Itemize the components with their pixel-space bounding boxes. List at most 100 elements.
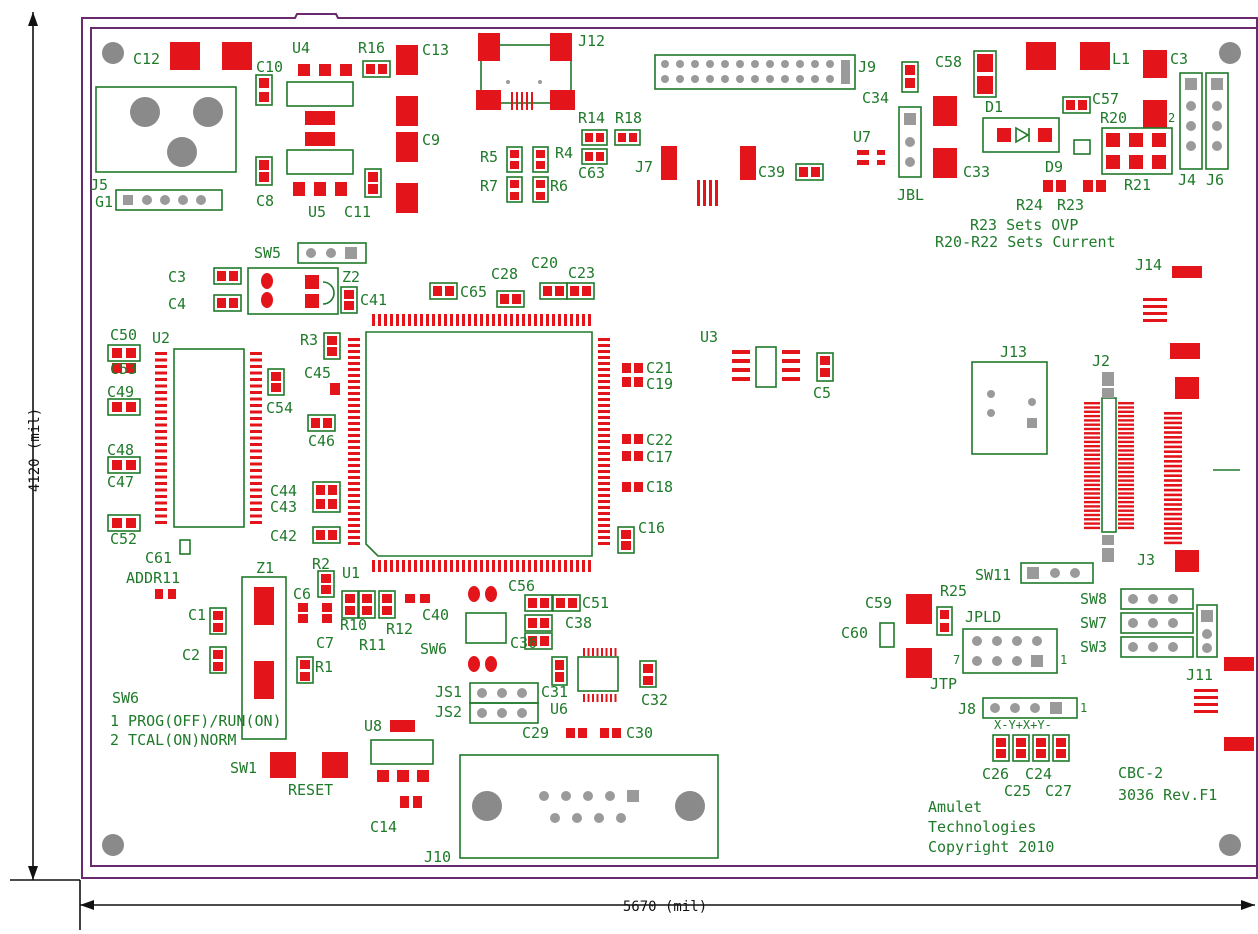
pin-pad bbox=[348, 428, 360, 431]
pin-pad bbox=[582, 560, 585, 572]
svg-text:J9: J9 bbox=[858, 58, 876, 76]
j5-header: J5 G1 bbox=[90, 176, 223, 211]
pin-pad bbox=[1164, 474, 1182, 477]
pin-pad bbox=[155, 436, 167, 440]
svg-text:C33: C33 bbox=[963, 163, 990, 181]
addr11-resistor: ADDR11 bbox=[126, 569, 180, 599]
svg-text:J6: J6 bbox=[1206, 171, 1224, 189]
pin-pad bbox=[1118, 423, 1134, 426]
pin-pad bbox=[348, 398, 360, 401]
svg-text:R5: R5 bbox=[480, 148, 498, 166]
svg-text:C9: C9 bbox=[422, 131, 440, 149]
pin-pad bbox=[605, 648, 608, 656]
svg-text:C31: C31 bbox=[541, 683, 568, 701]
pin-pad bbox=[598, 374, 610, 377]
svg-text:R18: R18 bbox=[615, 109, 642, 127]
svg-text:R21: R21 bbox=[1124, 176, 1151, 194]
svg-text:C44: C44 bbox=[270, 482, 297, 500]
pin-pad bbox=[546, 314, 549, 326]
pin-pad bbox=[1084, 436, 1100, 439]
pin-pad bbox=[250, 436, 262, 440]
pin-pad bbox=[468, 560, 471, 572]
pin-pad bbox=[155, 488, 167, 492]
c28-capacitor: C28 bbox=[491, 265, 525, 308]
pin-pad bbox=[564, 314, 567, 326]
c41-capacitor: C41 bbox=[340, 286, 387, 314]
pin-pad bbox=[1084, 453, 1100, 456]
pin-pad bbox=[348, 518, 360, 521]
svg-text:SW1: SW1 bbox=[230, 759, 257, 777]
pin-pad bbox=[1164, 488, 1182, 492]
c57-capacitor: C57 bbox=[1062, 90, 1119, 114]
svg-text:C57: C57 bbox=[1092, 90, 1119, 108]
pin-pad bbox=[1164, 493, 1182, 497]
pin-pad bbox=[1118, 462, 1134, 465]
pin-pad bbox=[583, 648, 585, 656]
pin-pad bbox=[432, 314, 435, 326]
svg-text:C3: C3 bbox=[168, 268, 186, 286]
pin-pad bbox=[1084, 440, 1100, 444]
svg-text:C22: C22 bbox=[646, 431, 673, 449]
pin-pad bbox=[576, 314, 579, 326]
pin-pad bbox=[155, 521, 167, 524]
pin-pad bbox=[1084, 427, 1100, 431]
pin-pad bbox=[598, 458, 610, 461]
pin-pad bbox=[438, 560, 441, 572]
svg-text:C48: C48 bbox=[107, 441, 134, 459]
svg-text:C20: C20 bbox=[531, 254, 558, 272]
pin-pad bbox=[155, 514, 167, 518]
svg-text:JS1: JS1 bbox=[435, 683, 462, 701]
svg-text:C53: C53 bbox=[110, 360, 137, 378]
pin-pad bbox=[348, 512, 360, 515]
pin-pad bbox=[1118, 449, 1134, 452]
sw6-note-line1: 1 PROG(OFF)/RUN(ON) bbox=[110, 712, 282, 730]
svg-text:C16: C16 bbox=[638, 519, 665, 537]
pin-pad bbox=[601, 648, 603, 656]
pin-pad bbox=[1118, 427, 1134, 431]
pin-pad bbox=[474, 314, 477, 326]
pin-pad bbox=[414, 560, 417, 572]
pin-pad bbox=[155, 397, 167, 401]
pin-pad bbox=[598, 398, 610, 401]
sw6-switch: C40 SW6 bbox=[420, 586, 507, 672]
height-dimension: 4120 (mil) bbox=[10, 12, 80, 881]
pin-pad bbox=[348, 458, 360, 461]
pin-pad bbox=[1118, 518, 1134, 521]
svg-text:J8: J8 bbox=[958, 700, 976, 718]
svg-text:SW7: SW7 bbox=[1080, 614, 1107, 632]
svg-text:C38: C38 bbox=[565, 614, 592, 632]
svg-text:C23: C23 bbox=[568, 264, 595, 282]
pin-pad bbox=[1084, 475, 1100, 478]
pin-pad bbox=[570, 314, 573, 326]
svg-text:R14: R14 bbox=[578, 109, 605, 127]
pin-pad bbox=[1118, 402, 1134, 405]
pin-pad bbox=[155, 508, 167, 511]
c60-capacitor: C60 bbox=[841, 622, 895, 648]
svg-text:R6: R6 bbox=[550, 177, 568, 195]
svg-text:SW5: SW5 bbox=[254, 244, 281, 262]
pin-pad bbox=[582, 314, 585, 326]
pin-pad bbox=[1118, 414, 1134, 418]
pin-pad bbox=[250, 423, 262, 427]
pin-pad bbox=[614, 648, 617, 656]
pin-pad bbox=[598, 362, 610, 365]
pin-pad bbox=[598, 440, 610, 443]
pin-pad bbox=[250, 443, 262, 446]
pin-pad bbox=[348, 386, 360, 389]
pin-pad bbox=[1118, 453, 1134, 456]
svg-text:C58: C58 bbox=[935, 53, 962, 71]
pin-pad bbox=[462, 560, 465, 572]
c8-capacitor: C8 bbox=[255, 156, 274, 210]
u7-chip: U7 bbox=[853, 128, 885, 165]
svg-text:C32: C32 bbox=[641, 691, 668, 709]
header-j9: J9 bbox=[654, 54, 876, 90]
pin-pad bbox=[1084, 410, 1100, 413]
svg-text:C52: C52 bbox=[110, 530, 137, 548]
pin-pad bbox=[384, 314, 387, 326]
svg-text:C12: C12 bbox=[133, 50, 160, 68]
pin-pad bbox=[1118, 479, 1134, 482]
pin-pad bbox=[1118, 522, 1134, 525]
pin-pad bbox=[534, 560, 537, 572]
pin-pad bbox=[1164, 445, 1182, 449]
pin-pad bbox=[498, 560, 501, 572]
